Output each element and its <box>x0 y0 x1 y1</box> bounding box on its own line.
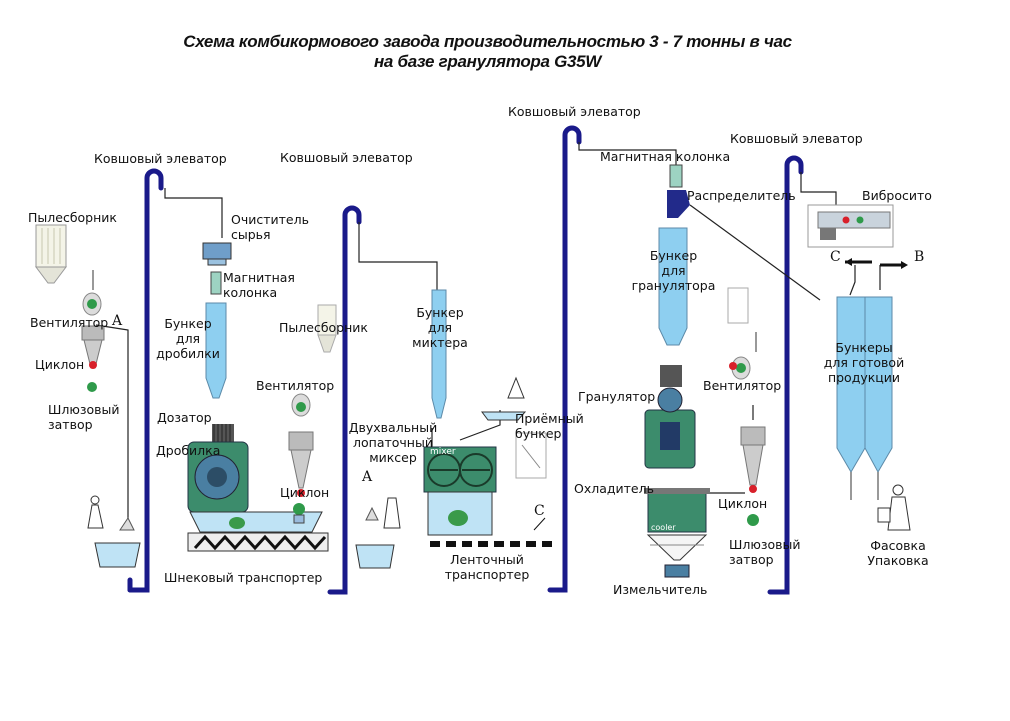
fan-2 <box>291 393 311 417</box>
mixer-plate-text: mixer <box>430 447 456 457</box>
label-grinder: Измельчитель <box>613 582 708 597</box>
label-cooler: Охладитель <box>574 481 654 496</box>
label-elevator-3: Ковшовый элеватор <box>508 104 641 119</box>
magnetic-column-2 <box>669 164 683 188</box>
packing-worker <box>877 484 911 531</box>
diagram-subtitle: на базе гранулятора G35W <box>373 52 602 71</box>
label-dust-collector-2: Пылесборник <box>279 320 368 335</box>
grinder <box>664 564 690 578</box>
label-pelletizer: Гранулятор <box>578 389 656 404</box>
intake-hopper-2 <box>355 497 401 569</box>
vibro-sieve <box>807 204 908 269</box>
label-vibro-sieve: Вибросито <box>862 188 932 203</box>
label-screw-conveyor: Шнековый транспортер <box>164 570 323 585</box>
label-elevator-1: Ковшовый элеватор <box>94 151 227 166</box>
label-pelletizer-bin: Бункер для гранулятора <box>631 248 716 293</box>
bucket-elevator-1 <box>127 168 164 593</box>
belt-conveyor <box>430 517 555 547</box>
label-receiving-bin: Приёмный бункер <box>515 411 584 441</box>
label-elevator-4: Ковшовый элеватор <box>730 131 863 146</box>
pelletizer <box>644 365 696 469</box>
label-product-bins: Бункеры для готовой продукции <box>823 340 905 385</box>
fan-3 <box>727 287 757 380</box>
label-magnetic-column-1: Магнитная колонка <box>223 270 295 300</box>
label-raw-cleaner: Очиститель сырья <box>231 212 309 242</box>
mixer-bin <box>431 289 447 419</box>
bucket-elevators <box>127 125 804 595</box>
label-fan-1: Вентилятор <box>30 315 109 330</box>
pipes <box>95 142 881 528</box>
label-fan-2: Вентилятор <box>256 378 335 393</box>
bucket-elevator-3 <box>547 125 582 593</box>
bucket-elevator-4 <box>767 155 804 595</box>
screw-conveyor <box>187 511 329 552</box>
pelletizer-bin <box>658 227 688 346</box>
cyclone-1 <box>81 325 105 392</box>
dust-collector-2 <box>317 304 337 353</box>
dust-collector-1 <box>35 224 67 284</box>
cooler <box>644 488 710 561</box>
label-cyclone-3: Циклон <box>718 496 768 511</box>
bucket-elevator-2 <box>327 205 362 595</box>
marker-a-2: A <box>362 469 373 485</box>
crusher <box>187 424 249 513</box>
distributor <box>667 190 690 218</box>
crusher-bin <box>205 302 227 399</box>
label-feeder: Дозатор <box>157 410 212 425</box>
cyclone-3 <box>740 426 766 526</box>
twin-shaft-mixer <box>423 446 497 536</box>
label-packing: Фасовка Упаковка <box>867 538 929 568</box>
intake-hopper-1 <box>87 495 141 568</box>
fan-1 <box>82 270 102 316</box>
label-elevator-2: Ковшовый элеватор <box>280 150 413 165</box>
marker-c-2: C <box>830 249 841 265</box>
label-crusher-bin: Бункер для дробилки <box>156 316 220 361</box>
product-bins <box>836 296 893 500</box>
label-mixer: Двухвальный лопаточный миксер <box>348 420 438 465</box>
label-cyclone-1: Циклон <box>35 357 85 372</box>
raw-cleaner <box>202 242 232 266</box>
label-distributor: Распределитель <box>687 188 796 203</box>
label-airlock-2: Шлюзовый затвор <box>729 537 801 567</box>
label-airlock-1: Шлюзовый затвор <box>48 402 120 432</box>
label-dust-collector-1: Пылесборник <box>28 210 117 225</box>
cyclone-2 <box>288 431 314 524</box>
diagram-title: Схема комбикормового завода производител… <box>183 32 792 51</box>
label-cyclone-2: Циклон <box>280 485 330 500</box>
marker-a-1: A <box>112 313 123 329</box>
magnetic-column-1 <box>210 271 222 295</box>
label-crusher: Дробилка <box>156 443 221 458</box>
cooler-plate-text: cooler <box>651 523 676 532</box>
label-mixer-bin: Бункер для миктера <box>412 305 468 350</box>
label-belt-conveyor: Ленточный транспортер <box>444 552 530 582</box>
marker-c-1: C <box>534 503 545 519</box>
receiving-bin <box>481 376 547 479</box>
label-magnetic-column-2: Магнитная колонка <box>600 149 731 164</box>
marker-b-1: B <box>914 249 925 265</box>
label-fan-3: Вентилятор <box>703 378 782 393</box>
